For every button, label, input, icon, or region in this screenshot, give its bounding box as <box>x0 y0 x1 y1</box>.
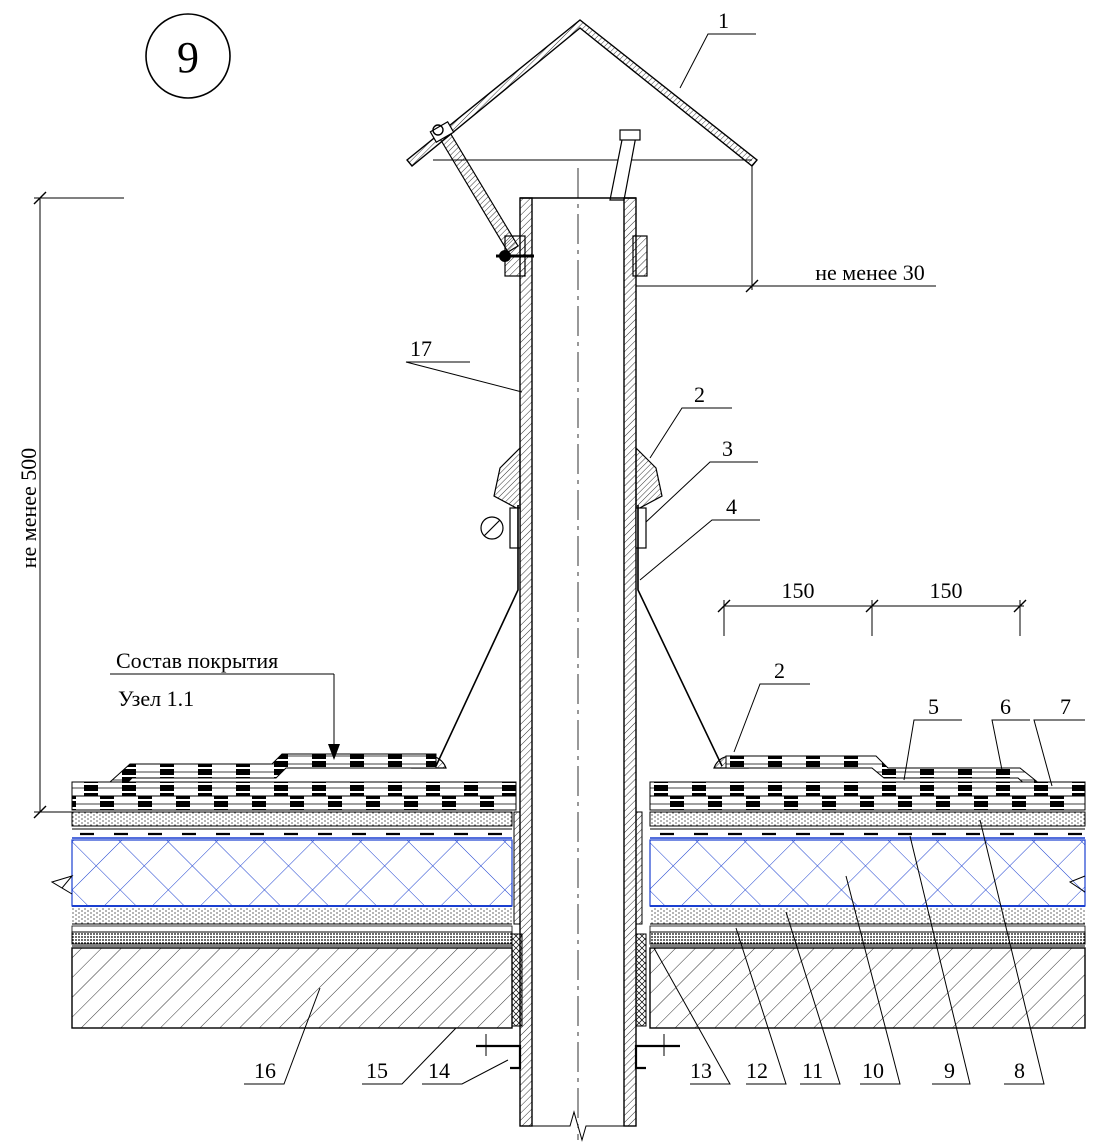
leader-label-8: 8 <box>1014 1058 1025 1083</box>
leaders <box>244 33 1085 1085</box>
deflector-cap <box>406 19 758 277</box>
vent-pipe <box>519 168 637 1142</box>
leader-label-1: 1 <box>718 8 729 33</box>
dimension-offsets: 150 150 <box>717 578 1027 636</box>
leader-label-10: 10 <box>862 1058 884 1083</box>
dimension-offset-1: 150 <box>782 578 815 603</box>
pipe-collar <box>411 446 749 769</box>
leader-label-16: 16 <box>254 1058 276 1083</box>
composition-callout-line2: Узел 1.1 <box>118 686 194 711</box>
leader-labels: 1 2 3 4 17 2 5 6 7 16 15 14 13 12 11 10 … <box>254 8 1071 1083</box>
leader-label-6: 6 <box>1000 694 1011 719</box>
node-number: 9 <box>177 33 199 82</box>
leader-label-3: 3 <box>722 436 733 461</box>
roof-build-up-left <box>50 753 523 1070</box>
leader-label-13: 13 <box>690 1058 712 1083</box>
dimension-cap-gap-label: не менее 30 <box>815 260 925 285</box>
dimension-height: не менее 500 <box>16 191 124 819</box>
leader-label-12: 12 <box>746 1058 768 1083</box>
roof-build-up-right <box>634 755 1086 1070</box>
leader-label-11: 11 <box>802 1058 823 1083</box>
dimension-cap-gap: не менее 30 <box>636 166 936 293</box>
dimension-offset-2: 150 <box>930 578 963 603</box>
leader-label-2a: 2 <box>694 382 705 407</box>
leader-label-15: 15 <box>366 1058 388 1083</box>
composition-callout-line1: Состав покрытия <box>116 648 278 673</box>
leader-label-9: 9 <box>944 1058 955 1083</box>
leader-label-7: 7 <box>1060 694 1071 719</box>
leader-label-4: 4 <box>726 494 737 519</box>
leader-label-2b: 2 <box>774 658 785 683</box>
leader-label-14: 14 <box>428 1058 450 1083</box>
leader-label-17: 17 <box>410 336 432 361</box>
dimension-height-label: не менее 500 <box>16 448 41 569</box>
node-number-marker: 9 <box>145 13 231 99</box>
composition-callout: Состав покрытия Узел 1.1 <box>110 648 340 760</box>
leader-label-5: 5 <box>928 694 939 719</box>
